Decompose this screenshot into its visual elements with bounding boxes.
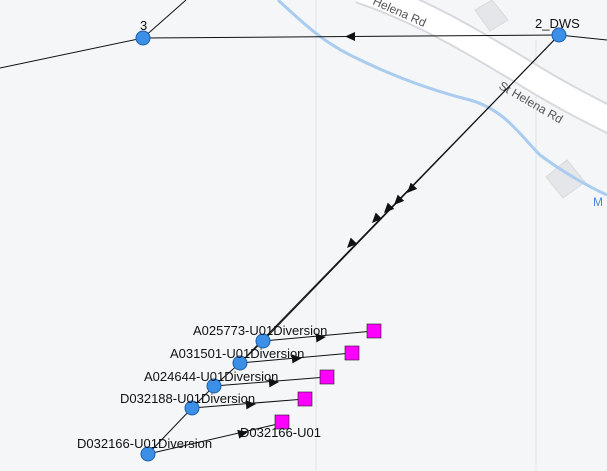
flow-arrows bbox=[237, 32, 418, 439]
road-fill bbox=[356, 0, 607, 132]
node-3[interactable] bbox=[135, 30, 151, 46]
flow-arrow-icon bbox=[268, 378, 279, 388]
node-label-d032166-diversion: D032166-U01Diversion bbox=[77, 436, 212, 451]
demand-node-a024644[interactable] bbox=[319, 369, 335, 385]
link-west-3[interactable] bbox=[0, 37, 144, 69]
node-2-dws[interactable] bbox=[551, 27, 567, 43]
flow-arrow-icon bbox=[347, 237, 358, 248]
node-d032166-diversion[interactable] bbox=[140, 446, 156, 462]
node-label-3: 3 bbox=[140, 18, 147, 33]
node-label-a024644: A024644-U01Diversion bbox=[144, 369, 278, 384]
flow-arrow-icon bbox=[394, 194, 405, 205]
flow-arrow-icon bbox=[407, 182, 418, 193]
link-d032166-demand[interactable] bbox=[147, 422, 283, 455]
building-shape bbox=[545, 159, 586, 199]
node-a025773-diversion[interactable] bbox=[255, 333, 271, 349]
demand-label-d032166: D032166-U01 bbox=[240, 425, 321, 440]
node-d032188-diversion[interactable] bbox=[184, 400, 200, 416]
demand-nodes bbox=[274, 323, 382, 430]
building-shape bbox=[474, 0, 509, 32]
link-2dws-east[interactable] bbox=[558, 34, 607, 41]
water-label: M bbox=[593, 195, 603, 209]
node-a031501-diversion[interactable] bbox=[232, 355, 248, 371]
node-label-a025773: A025773-U01Diversion bbox=[193, 323, 327, 338]
node-label-a031501: A031501-U01Diversion bbox=[170, 346, 304, 361]
flow-arrow-icon bbox=[372, 212, 383, 223]
flow-arrow-icon bbox=[291, 354, 302, 364]
node-a024644-diversion[interactable] bbox=[206, 378, 222, 394]
flow-arrow-icon bbox=[237, 429, 248, 439]
node-label-d032188: D032188-U01Diversion bbox=[120, 391, 255, 406]
link-chain-d032188-d032166[interactable] bbox=[147, 407, 193, 455]
flow-arrow-icon bbox=[384, 202, 395, 213]
network-nodes bbox=[135, 27, 567, 462]
link-upstream-3[interactable] bbox=[142, 0, 187, 39]
demand-node-d032188[interactable] bbox=[297, 391, 313, 407]
demand-node-a025773[interactable] bbox=[366, 323, 382, 339]
flow-arrow-icon bbox=[345, 32, 355, 41]
flow-arrow-icon bbox=[245, 400, 256, 410]
demand-node-a031501[interactable] bbox=[344, 345, 360, 361]
demand-node-d032166[interactable] bbox=[274, 414, 290, 430]
flow-arrow-icon bbox=[315, 333, 326, 343]
stream-line bbox=[276, 0, 607, 197]
node-label-2-dws: 2_DWS bbox=[535, 16, 580, 31]
